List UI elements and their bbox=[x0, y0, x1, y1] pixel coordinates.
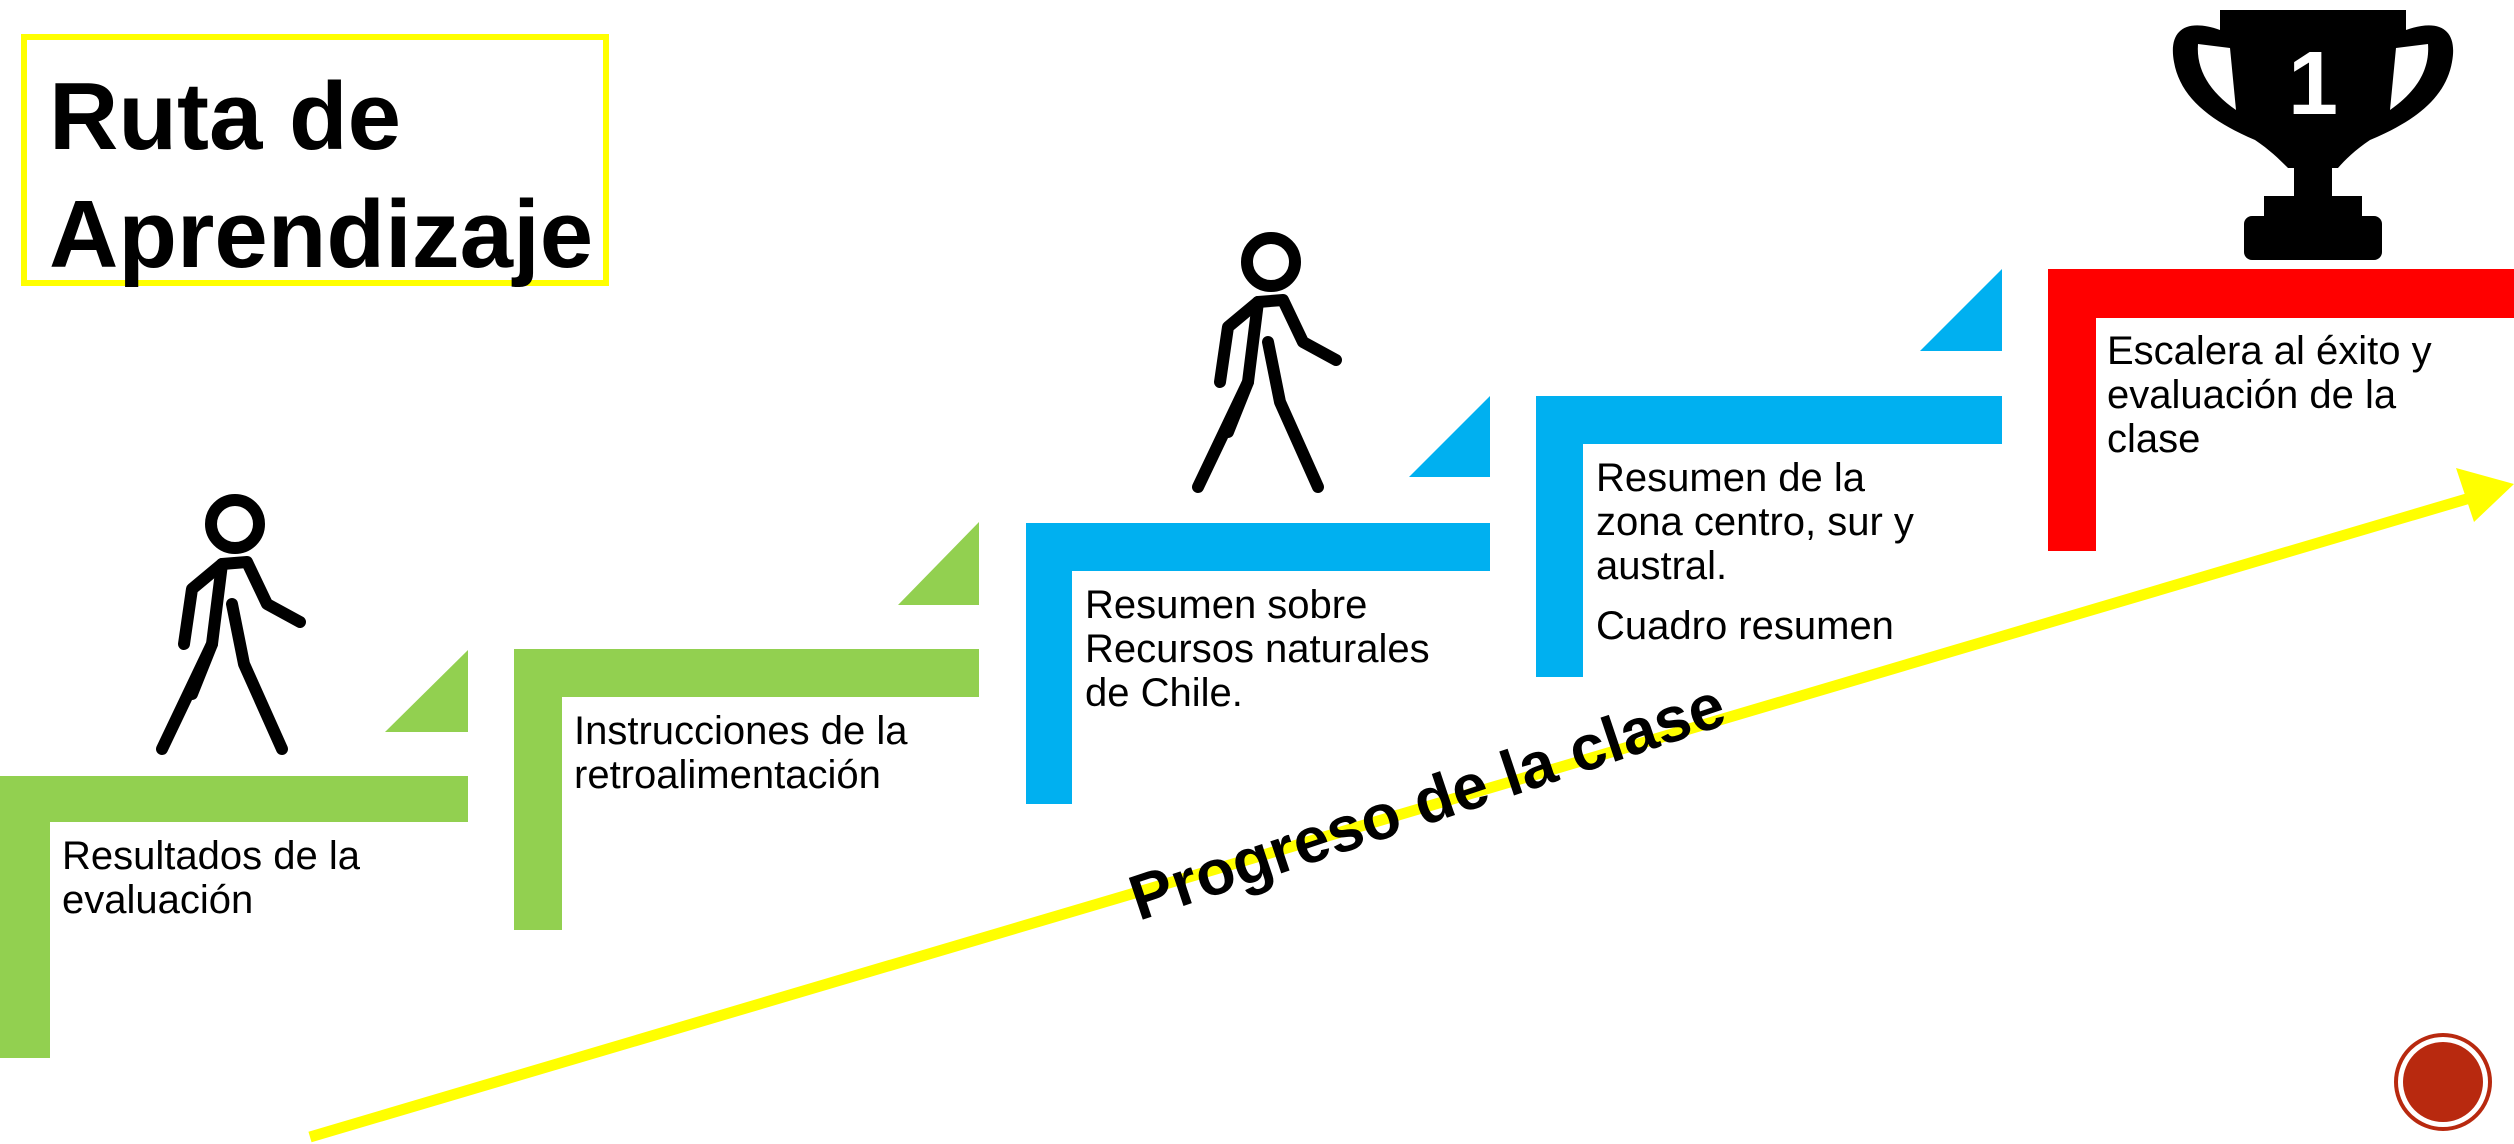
step-3-bracket bbox=[1026, 523, 1490, 804]
step-1-bracket bbox=[0, 776, 468, 1058]
title-line-2: Aprendizaje bbox=[49, 181, 594, 288]
step-3-label: Resumen sobre Recursos naturales de Chil… bbox=[1085, 583, 1430, 715]
step-1-wedge bbox=[385, 650, 468, 732]
step-4-label-line: Resumen de la bbox=[1596, 456, 1866, 500]
step-4-label-line: austral. bbox=[1596, 544, 1728, 588]
step-3-wedge bbox=[1409, 396, 1490, 477]
step-2-label-line: Instrucciones de la bbox=[574, 709, 908, 753]
progress-arrow-head bbox=[2456, 468, 2514, 522]
step-3-label-line: Recursos naturales bbox=[1085, 627, 1430, 671]
step-2-wedge bbox=[898, 522, 979, 605]
step-1-label: Resultados de la evaluación bbox=[62, 834, 360, 922]
step-4-label: Resumen de la zona centro, sur y austral… bbox=[1596, 456, 1914, 648]
step-2-bracket bbox=[514, 649, 979, 930]
step-5-bracket bbox=[2048, 269, 2514, 551]
trophy-number: 1 bbox=[2288, 34, 2338, 134]
page-title: Ruta de Aprendizaje bbox=[49, 58, 593, 294]
step-5-label-line: clase bbox=[2107, 417, 2201, 461]
step-5-label-line: Escalera al éxito y bbox=[2107, 329, 2432, 373]
step-3-label-line: Resumen sobre bbox=[1085, 583, 1368, 627]
step-4-bracket bbox=[1536, 396, 2002, 677]
walking-person-icon bbox=[156, 494, 306, 755]
step-5-label-line: evaluación de la bbox=[2107, 373, 2397, 417]
title-line-1: Ruta de bbox=[49, 63, 402, 170]
step-2-label: Instrucciones de la retroalimentación bbox=[574, 709, 908, 797]
step-4-label-line: zona centro, sur y bbox=[1596, 500, 1914, 544]
progress-arrow-line bbox=[308, 492, 2472, 1143]
title-box: Ruta de Aprendizaje bbox=[21, 34, 609, 288]
step-4-wedge bbox=[1920, 269, 2002, 351]
step-4-extra-label: Cuadro resumen bbox=[1596, 604, 1894, 648]
step-1-label-line: evaluación bbox=[62, 878, 254, 922]
trophy-icon: 1 bbox=[2172, 10, 2454, 260]
step-3-label-line: de Chile. bbox=[1085, 671, 1243, 715]
step-2-label-line: retroalimentación bbox=[574, 753, 881, 797]
step-1-label-line: Resultados de la bbox=[62, 834, 360, 878]
walking-person-icon bbox=[1192, 232, 1342, 493]
slide-badge-icon bbox=[2394, 1033, 2492, 1131]
step-5-label: Escalera al éxito y evaluación de la cla… bbox=[2107, 329, 2432, 461]
